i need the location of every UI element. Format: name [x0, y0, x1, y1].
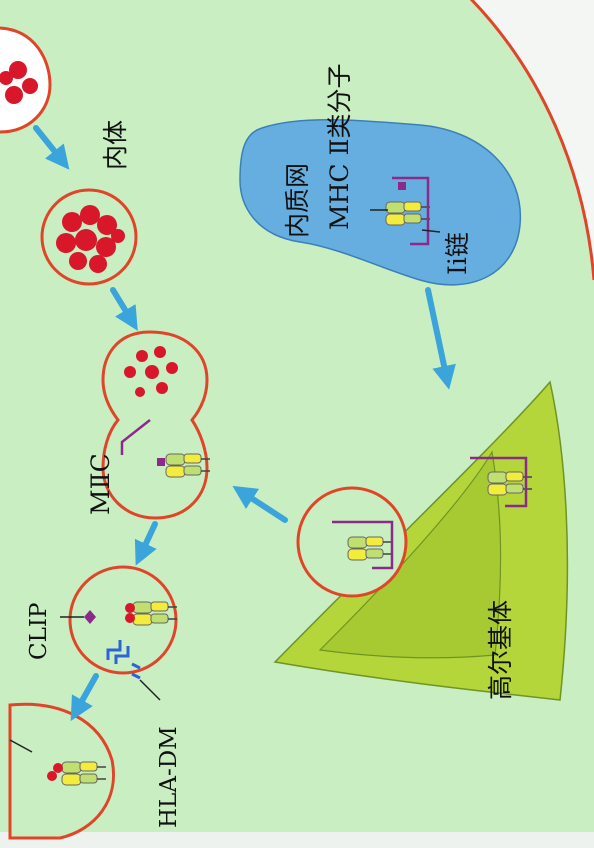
- miic-label: MⅡC: [88, 453, 113, 515]
- mhc-class2-label: MHC Ⅱ类分子: [327, 64, 352, 230]
- bottom-band: [0, 832, 594, 848]
- hla-dm-label: HLA-DM: [158, 726, 181, 828]
- ii-chain-label: Ii链: [445, 232, 470, 275]
- golgi-vesicle: [298, 488, 406, 596]
- endosome-label: 内体: [103, 120, 128, 170]
- endosome: [42, 190, 136, 284]
- golgi-label: 高尔基体: [488, 600, 513, 700]
- er-label: 内质网: [285, 163, 310, 238]
- clip-label: CLIP: [28, 603, 51, 660]
- miic-compartment: [103, 332, 210, 518]
